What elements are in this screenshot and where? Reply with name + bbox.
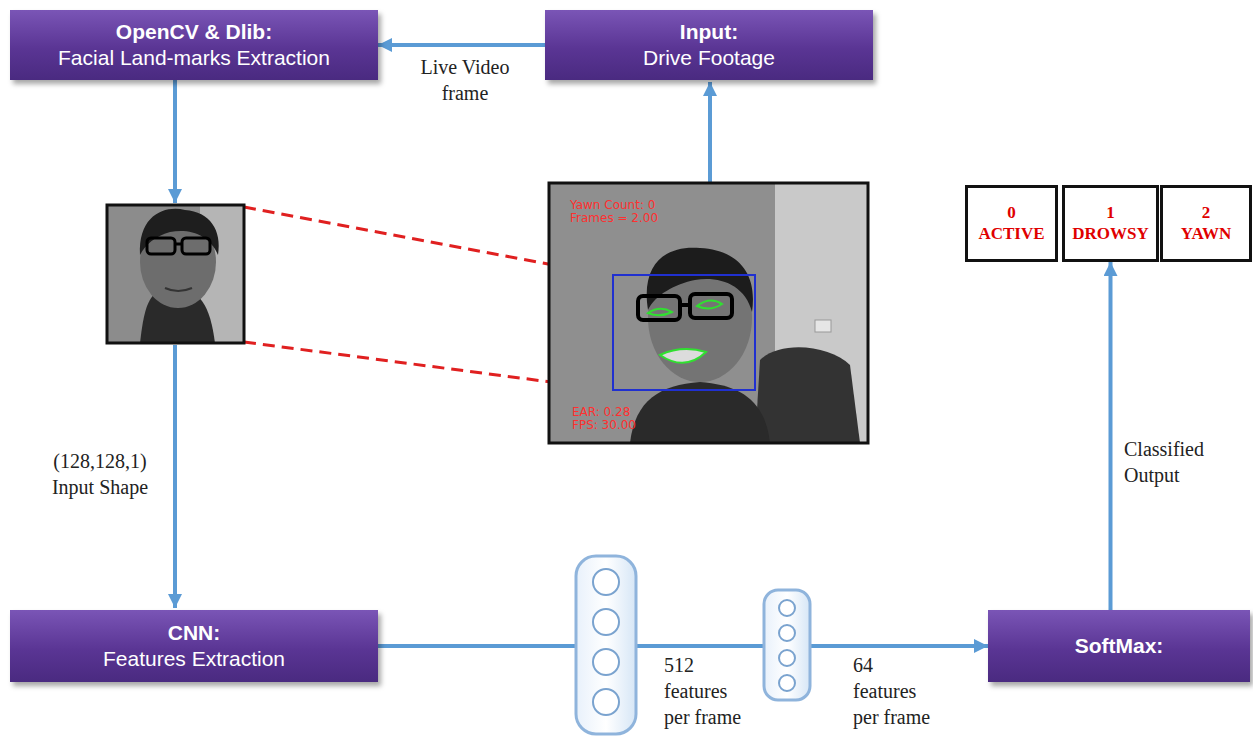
node-text: OpenCV & Dlib: <box>58 19 330 45</box>
class-box: 0ACTIVE <box>965 185 1058 262</box>
eye-contour <box>697 300 722 308</box>
face-crop <box>107 205 244 343</box>
node-text: Facial Land-marks Extraction <box>58 45 330 71</box>
frame-hair <box>647 248 753 312</box>
flow-arrow <box>378 43 545 47</box>
node-text: Input: <box>643 19 775 45</box>
crop-glasses <box>175 243 182 246</box>
overlay-text: FPS: 30.00 <box>572 419 636 432</box>
frame-border <box>549 183 868 443</box>
wall-socket <box>815 320 831 332</box>
crop-border <box>107 205 244 343</box>
neuron <box>593 609 619 635</box>
eye-contour <box>648 309 672 316</box>
neuron <box>593 689 619 715</box>
frame-shirt <box>630 382 770 443</box>
crop-hair <box>140 209 219 255</box>
node-content: CNN:Features Extraction <box>103 620 285 673</box>
crop-glasses <box>182 238 210 254</box>
video-frame <box>549 183 868 443</box>
crop-glasses <box>147 238 175 254</box>
flow-arrow <box>708 82 712 182</box>
frame-chair <box>755 347 860 443</box>
neuron <box>779 625 795 641</box>
node-content: Input:Drive Footage <box>643 19 775 72</box>
edge-label: Live Video frame <box>410 54 520 106</box>
flow-arrow <box>173 80 177 203</box>
neuron <box>593 649 619 675</box>
node-content: SoftMax: <box>1075 633 1164 659</box>
crop-background <box>107 205 244 343</box>
layer-icon <box>764 590 810 700</box>
edge-label: Classified Output <box>1124 436 1224 488</box>
frame-background <box>549 183 868 443</box>
node-text: SoftMax: <box>1075 633 1164 659</box>
node-content: 1DROWSY <box>1072 203 1149 244</box>
node-text: 2 <box>1181 203 1231 223</box>
process-box: OpenCV & Dlib:Facial Land-marks Extracti… <box>10 10 378 80</box>
node-content: 2YAWN <box>1181 203 1231 244</box>
crop-mouth <box>165 288 192 291</box>
overlay-text: EAR: 0.28 <box>572 406 630 419</box>
neuron <box>779 600 795 616</box>
frame-glasses <box>680 303 690 307</box>
node-text: DROWSY <box>1072 224 1149 244</box>
feature-label: 64 features per frame <box>853 652 939 730</box>
node-text: Features Extraction <box>103 646 285 672</box>
class-box: 1DROWSY <box>1062 185 1159 262</box>
node-text: Drive Footage <box>643 45 775 71</box>
mouth-contour <box>660 349 706 363</box>
input-box: Input:Drive Footage <box>545 10 873 80</box>
neuron <box>779 650 795 666</box>
node-content: OpenCV & Dlib:Facial Land-marks Extracti… <box>58 19 330 72</box>
node-text: CNN: <box>103 620 285 646</box>
layer-body <box>576 556 636 734</box>
class-box: 2YAWN <box>1160 185 1252 262</box>
output-box: SoftMax: <box>988 610 1250 682</box>
neuron <box>779 675 795 691</box>
overlay-text: Yawn Count: 0 <box>570 199 655 212</box>
node-content: 0ACTIVE <box>978 203 1044 244</box>
overlay-text: Frames = 2.00 <box>570 212 658 225</box>
node-text: 1 <box>1072 203 1149 223</box>
flow-arrow <box>378 644 988 648</box>
neuron <box>593 569 619 595</box>
node-text: YAWN <box>1181 224 1231 244</box>
face-box <box>613 275 755 390</box>
node-text: 0 <box>978 203 1044 223</box>
flow-arrow <box>173 345 177 608</box>
layer-icon <box>576 556 636 734</box>
shape-label: (128,128,1) Input Shape <box>35 448 165 500</box>
flow-arrow <box>1109 262 1113 610</box>
frame-glasses <box>690 294 732 318</box>
feature-label: 512 features per frame <box>664 652 750 730</box>
layer-body <box>764 590 810 700</box>
process-box: CNN:Features Extraction <box>10 610 378 682</box>
frame-glasses <box>638 296 680 320</box>
node-text: ACTIVE <box>978 224 1044 244</box>
